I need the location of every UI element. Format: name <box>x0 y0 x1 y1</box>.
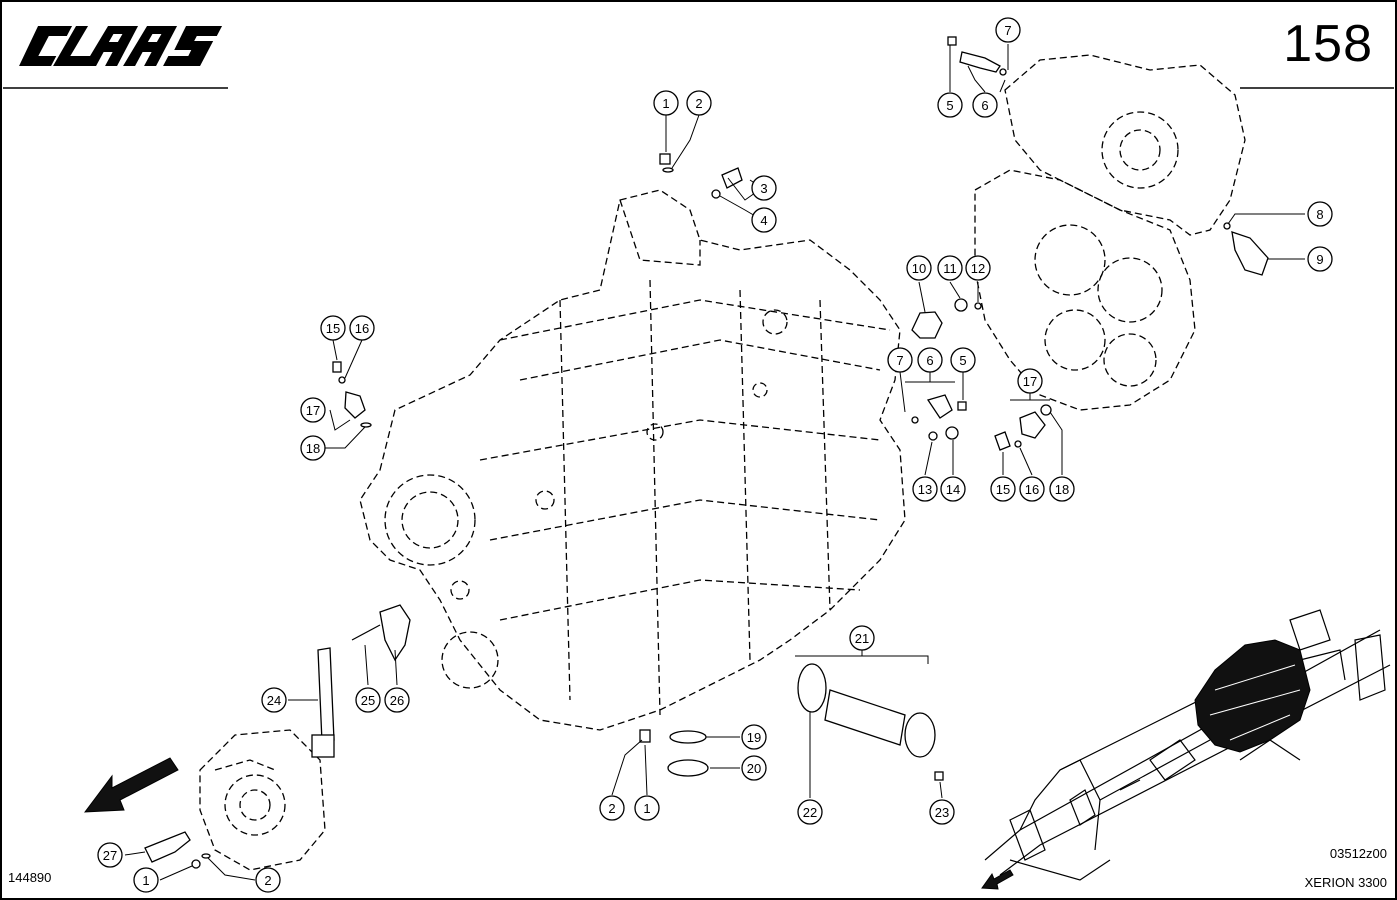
callout-label: 23 <box>935 805 949 820</box>
callout-label: 18 <box>1055 482 1069 497</box>
callout-label: 17 <box>1023 374 1037 389</box>
callout-label: 9 <box>1316 252 1323 267</box>
callout-label: 7 <box>1004 23 1011 38</box>
leader-lines <box>124 44 1305 881</box>
callout-label: 7 <box>896 353 903 368</box>
parts <box>144 36 1269 869</box>
callout-label: 5 <box>959 353 966 368</box>
page-number: 158 <box>1283 15 1373 73</box>
callout-label: 4 <box>760 213 767 228</box>
callout-label: 12 <box>971 261 985 276</box>
vehicle-frame-inset <box>984 609 1391 881</box>
callout-label: 16 <box>355 321 369 336</box>
callout-circles <box>97 17 1333 893</box>
callout-labels: 1 2 3 4 7 5 6 8 9 10 11 12 15 16 17 18 7… <box>103 23 1324 888</box>
callout-label: 20 <box>747 761 761 776</box>
output-housing <box>199 729 326 871</box>
callout-label: 5 <box>946 98 953 113</box>
callout-label: 24 <box>267 693 281 708</box>
callout-label: 2 <box>264 873 271 888</box>
callout-label: 11 <box>943 261 957 276</box>
callout-label: 3 <box>760 181 767 196</box>
direction-arrow-icon <box>83 757 179 813</box>
callout-label: 18 <box>306 441 320 456</box>
transmission-housing <box>359 189 906 731</box>
claas-logo <box>19 26 223 66</box>
drawing-code: 03512z00 <box>1329 846 1387 861</box>
callout-label: 27 <box>103 848 117 863</box>
callout-label: 22 <box>803 805 817 820</box>
drawing-id: 144890 <box>8 870 52 885</box>
callout-label: 14 <box>946 482 960 497</box>
transmission-highlight <box>1194 639 1311 753</box>
callout-label: 13 <box>918 482 932 497</box>
callout-label: 6 <box>981 98 988 113</box>
callout-label: 26 <box>390 693 404 708</box>
callout-label: 1 <box>142 873 149 888</box>
callout-label: 6 <box>926 353 933 368</box>
callout-label: 17 <box>306 403 320 418</box>
callout-label: 15 <box>326 321 340 336</box>
callout-label: 1 <box>643 801 650 816</box>
callout-label: 2 <box>608 801 615 816</box>
callout-label: 2 <box>695 96 702 111</box>
callout-label: 16 <box>1025 482 1039 497</box>
callout-label: 21 <box>855 631 869 646</box>
callout-label: 10 <box>912 261 926 276</box>
callout-label: 1 <box>662 96 669 111</box>
callout-label: 25 <box>361 693 375 708</box>
model-name: XERION 3300 <box>1304 875 1387 890</box>
auxiliary-housing <box>974 54 1246 411</box>
callout-label: 19 <box>747 730 761 745</box>
direction-arrow-icon <box>981 869 1014 890</box>
callout-label: 8 <box>1316 207 1323 222</box>
callout-label: 15 <box>996 482 1010 497</box>
